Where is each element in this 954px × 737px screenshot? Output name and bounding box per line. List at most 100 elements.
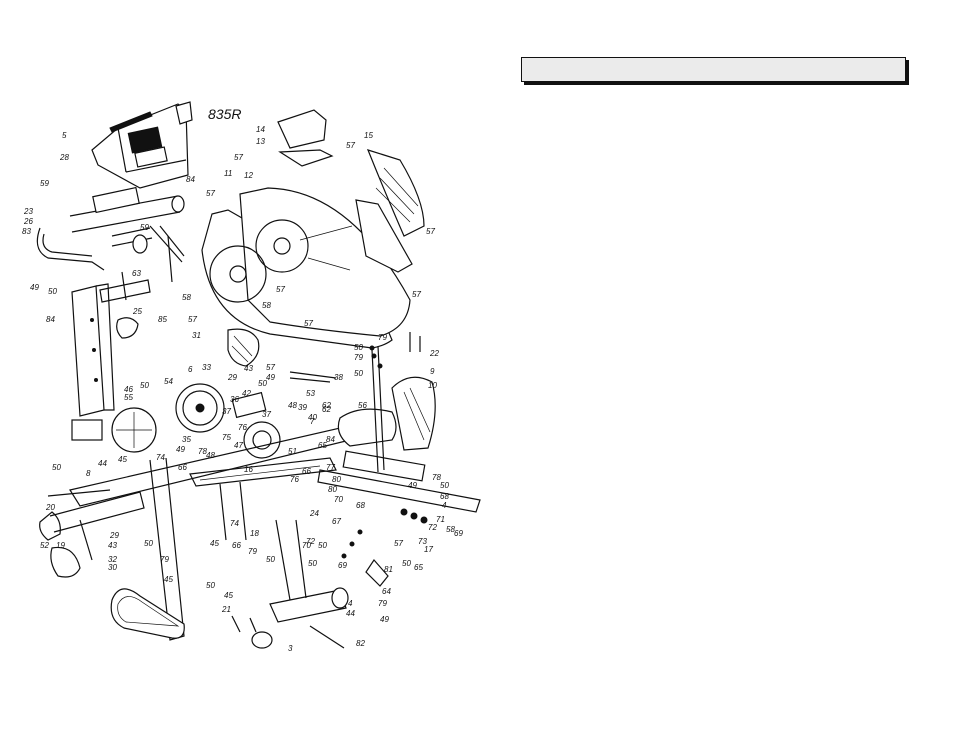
part-callout: 85: [158, 315, 167, 324]
part-callout: 74: [156, 453, 165, 462]
part-callout: 49: [266, 373, 275, 382]
part-callout: 16: [244, 465, 253, 474]
part-callout: 15: [364, 131, 373, 140]
part-callout: 57: [346, 141, 355, 150]
part-callout: 82: [356, 639, 365, 648]
part-callout: 70: [302, 541, 311, 550]
part-callout: 57: [304, 319, 313, 328]
part-callout: 62: [322, 405, 331, 414]
part-callout: 49: [408, 481, 417, 490]
fasteners: [47, 332, 428, 649]
part-callout: 29: [109, 531, 119, 540]
part-callout: 29: [227, 373, 237, 382]
part-callout: 12: [244, 171, 253, 180]
part-callout: 3: [288, 644, 293, 653]
part-callout: 68: [356, 501, 365, 510]
part-callout: 11: [224, 169, 232, 178]
part-callout: 68: [440, 492, 449, 501]
part-callout: 50: [354, 369, 363, 378]
part-callout: 37: [222, 407, 231, 416]
part-callout: 36: [230, 395, 239, 404]
part-callout: 14: [256, 125, 265, 134]
part-callout: 76: [238, 423, 247, 432]
part-callout: 64: [382, 587, 391, 596]
part-callout: 72: [428, 523, 437, 532]
part-callout: 79: [378, 333, 387, 342]
part-callout: 42: [242, 389, 251, 398]
part-callout: 84: [46, 315, 55, 324]
part-callout: 84: [326, 435, 335, 444]
drive-belt: [110, 588, 185, 639]
part-callout: 70: [334, 495, 343, 504]
part-callout: 65: [318, 441, 327, 450]
part-callout: 57: [276, 285, 285, 294]
part-callout: 79: [248, 547, 257, 556]
part-callout: 54: [164, 377, 173, 386]
part-callout: 50: [206, 581, 215, 590]
part-callout: 57: [266, 363, 275, 372]
part-callout: 57: [188, 315, 197, 324]
part-callout: 67: [332, 517, 341, 526]
part-callout: 4: [348, 599, 353, 608]
handlebar: [36, 186, 185, 303]
part-callout: 59: [140, 223, 149, 232]
part-callout: 9: [430, 367, 435, 376]
part-callout: 65: [414, 563, 423, 572]
part-callout: 21: [221, 605, 231, 614]
part-callout: 66: [178, 463, 187, 472]
part-callout: 73: [418, 537, 427, 546]
part-callout: 6: [188, 365, 193, 374]
part-callout: 24: [309, 509, 319, 518]
part-callout: 44: [98, 459, 107, 468]
part-callout: 33: [202, 363, 211, 372]
part-callout: 49: [30, 283, 39, 292]
part-callout: 8: [86, 469, 91, 478]
console: [91, 101, 193, 189]
part-callout: 35: [182, 435, 191, 444]
part-callout: 75: [222, 433, 231, 442]
part-callout: 44: [346, 609, 355, 618]
part-callout: 57: [234, 153, 243, 162]
part-callout: 78: [432, 473, 441, 482]
part-callout: 50: [258, 379, 267, 388]
part-callout: 57: [412, 290, 421, 299]
part-callout: 40: [308, 413, 317, 422]
part-callout: 32: [108, 555, 117, 564]
model-label: 835R: [208, 106, 241, 122]
part-callout: 52: [40, 541, 49, 550]
part-callout: 63: [132, 269, 141, 278]
part-callout: 45: [118, 455, 127, 464]
part-callout: 83: [22, 227, 31, 236]
part-callout: 81: [384, 565, 393, 574]
part-callout: 69: [454, 529, 463, 538]
seat: [337, 345, 436, 473]
part-callout: 71: [436, 515, 445, 524]
part-callout: 19: [56, 541, 65, 550]
part-callout: 57: [394, 539, 403, 548]
part-callout: 22: [429, 349, 439, 358]
part-callout: 39: [298, 403, 307, 412]
part-callout: 49: [380, 615, 389, 624]
part-callout: 50: [48, 287, 57, 296]
top-covers: [277, 109, 425, 273]
part-callout: 77: [326, 463, 335, 472]
part-callout: 48: [288, 401, 297, 410]
part-callout: 57: [206, 189, 215, 198]
part-callout: 13: [256, 137, 265, 146]
part-callout: 31: [192, 331, 201, 340]
upright-mast: [71, 283, 139, 441]
part-callout: 4: [442, 501, 447, 510]
part-callout: 45: [224, 591, 233, 600]
side-shrouds: [201, 187, 411, 349]
part-callout: 80: [328, 485, 337, 494]
part-callout: 43: [108, 541, 117, 550]
part-callout: 58: [446, 525, 455, 534]
part-callout: 79: [160, 555, 169, 564]
part-callout: 23: [23, 207, 33, 216]
part-callout: 20: [45, 503, 55, 512]
part-callout: 80: [332, 475, 341, 484]
part-callout: 50: [308, 559, 317, 568]
part-callout: 84: [186, 175, 195, 184]
